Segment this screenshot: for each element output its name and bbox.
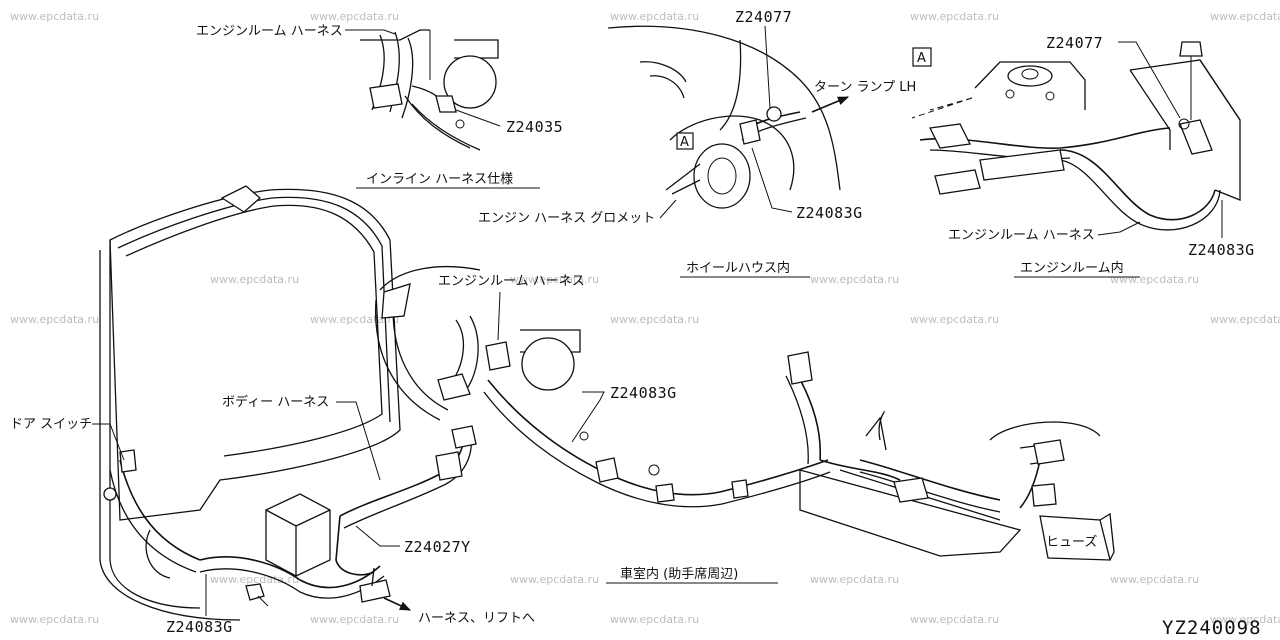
label-inline-harness-spec: インライン ハーネス仕様 [366,172,513,187]
watermark-text: www.epcdata.ru [210,273,299,286]
leader-line [1097,221,1141,236]
part-z24083g-cabin: Z24083G [610,384,677,402]
leader-line [345,29,396,35]
part-z24077-engine-room: Z24077 [1046,34,1103,52]
main-body-view [99,185,1115,621]
view-marker-a-text: A [680,135,689,150]
watermarks: www.epcdata.ru www.epcdata.ru www.epcdat… [10,10,1280,626]
inset-wheelhouse [607,25,841,209]
watermark-text: www.epcdata.ru [510,573,599,586]
arrow-to-lift [383,597,412,611]
watermark-text: www.epcdata.ru [810,273,899,286]
view-marker-a [676,132,694,150]
label-wheelhouse-inside: ホイールハウス内 [686,260,790,276]
label-turn-lamp-lh: ターン ランプ LH [814,80,916,95]
part-z24077-wheelhouse: Z24077 [735,8,792,26]
watermark-text: www.epcdata.ru [1210,10,1280,23]
watermark-text: www.epcdata.ru [10,10,99,23]
watermark-text: www.epcdata.ru [10,313,99,326]
label-cabin-passenger-area: 車室内 (助手席周辺) [620,566,738,582]
leader-line [336,401,381,481]
diagram-code: YZ240098 [1162,617,1262,639]
watermark-text: www.epcdata.ru [1110,573,1199,586]
leader-line [751,147,793,213]
watermark-text: www.epcdata.ru [1210,613,1280,626]
label-fuse: ヒューズ [1046,534,1097,550]
watermark-text: www.epcdata.ru [910,10,999,23]
watermark-text: www.epcdata.ru [610,313,699,326]
label-engine-room-harness-right: エンジンルーム ハーネス [948,228,1095,243]
label-body-harness: ボディー ハーネス [222,394,329,410]
part-z24035: Z24035 [506,118,563,136]
leader-line [659,199,677,219]
watermark-text: www.epcdata.ru [1110,273,1199,286]
watermark-text: www.epcdata.ru [610,10,699,23]
leader-line [497,291,501,341]
watermark-text: www.epcdata.ru [210,573,299,586]
leader-line [92,423,125,461]
label-engine-room-harness-middle: エンジンルーム ハーネス [438,274,585,289]
part-z24083g-wheelhouse: Z24083G [796,204,863,222]
label-harness-to-lift: ハーネス、リフトへ [418,611,535,626]
leader-line [764,25,771,109]
label-engine-harness-grommet: エンジン ハーネス グロメット [478,211,655,226]
inset-engine-room [919,41,1241,231]
watermark-text: www.epcdata.ru [310,613,399,626]
watermark-text: www.epcdata.ru [910,313,999,326]
label-engine-room-inside: エンジンルーム内 [1020,260,1124,276]
view-marker-a [912,47,932,67]
leader-line [571,391,605,443]
watermark-text: www.epcdata.ru [1210,313,1280,326]
part-z24027y: Z24027Y [404,538,471,556]
watermark-text: www.epcdata.ru [10,613,99,626]
part-z24083g-engine-room: Z24083G [1188,241,1255,259]
view-marker-a-text: A [917,51,926,66]
leader-line [355,525,400,547]
label-engine-room-harness-top: エンジンルーム ハーネス [196,24,343,39]
watermark-text: www.epcdata.ru [310,10,399,23]
label-door-switch: ドア スイッチ [10,417,92,432]
watermark-text: www.epcdata.ru [810,573,899,586]
watermark-text: www.epcdata.ru [510,273,599,286]
part-z24083g-bottom: Z24083G [166,618,233,636]
inset-inline-harness [360,29,501,151]
view-dashed-lines [911,97,973,119]
leader-line [1118,41,1181,119]
watermark-text: www.epcdata.ru [610,613,699,626]
arrow-to-turn-lamp [811,96,850,113]
watermark-text: www.epcdata.ru [910,613,999,626]
